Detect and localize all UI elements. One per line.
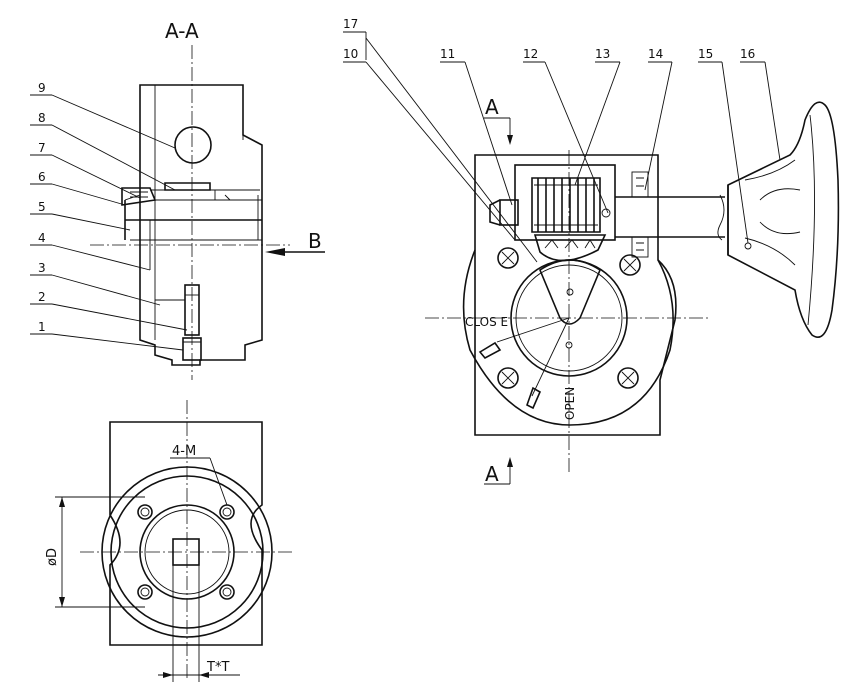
part-label-4: 4: [38, 231, 46, 245]
square-label: T*T: [206, 660, 229, 675]
view-marker-a-bottom: A: [485, 462, 499, 486]
bolt-label: 4-M: [172, 444, 196, 459]
dial-open-label: OPEN: [563, 387, 577, 420]
bottom-view: 4-M øD T*T: [45, 400, 295, 682]
part-label-9: 9: [38, 81, 46, 95]
part-label-11: 11: [440, 47, 455, 61]
housing-bolts: [497, 247, 641, 389]
part-label-12: 12: [523, 47, 538, 61]
part-label-17: 17: [343, 17, 358, 31]
part-label-7: 7: [38, 141, 46, 155]
part-label-8: 8: [38, 111, 46, 125]
leader-labels-left: 9 8 7 6 5 4 3 2 1: [30, 81, 188, 351]
front-view: CLOS E OPEN A A: [425, 95, 725, 486]
part-label-1: 1: [38, 320, 46, 334]
section-view-a-a: A-A B: [90, 19, 325, 380]
part-label-10: 10: [343, 47, 358, 61]
worm-threads: [534, 178, 598, 232]
diameter-label: øD: [45, 548, 60, 566]
part-label-2: 2: [38, 290, 46, 304]
part-label-14: 14: [648, 47, 663, 61]
dial-close-label: CLOS E: [465, 315, 508, 329]
part-label-15: 15: [698, 47, 713, 61]
part-label-3: 3: [38, 261, 46, 275]
view-marker-a-top: A: [485, 95, 499, 119]
section-title: A-A: [165, 19, 199, 43]
part-label-16: 16: [740, 47, 755, 61]
part-label-6: 6: [38, 170, 46, 184]
view-marker-b: B: [308, 229, 322, 253]
part-label-13: 13: [595, 47, 610, 61]
handwheel: [727, 101, 840, 338]
part-label-5: 5: [38, 200, 46, 214]
leader-labels-right: 17 10 11 12 13 14 15 16: [343, 17, 781, 263]
